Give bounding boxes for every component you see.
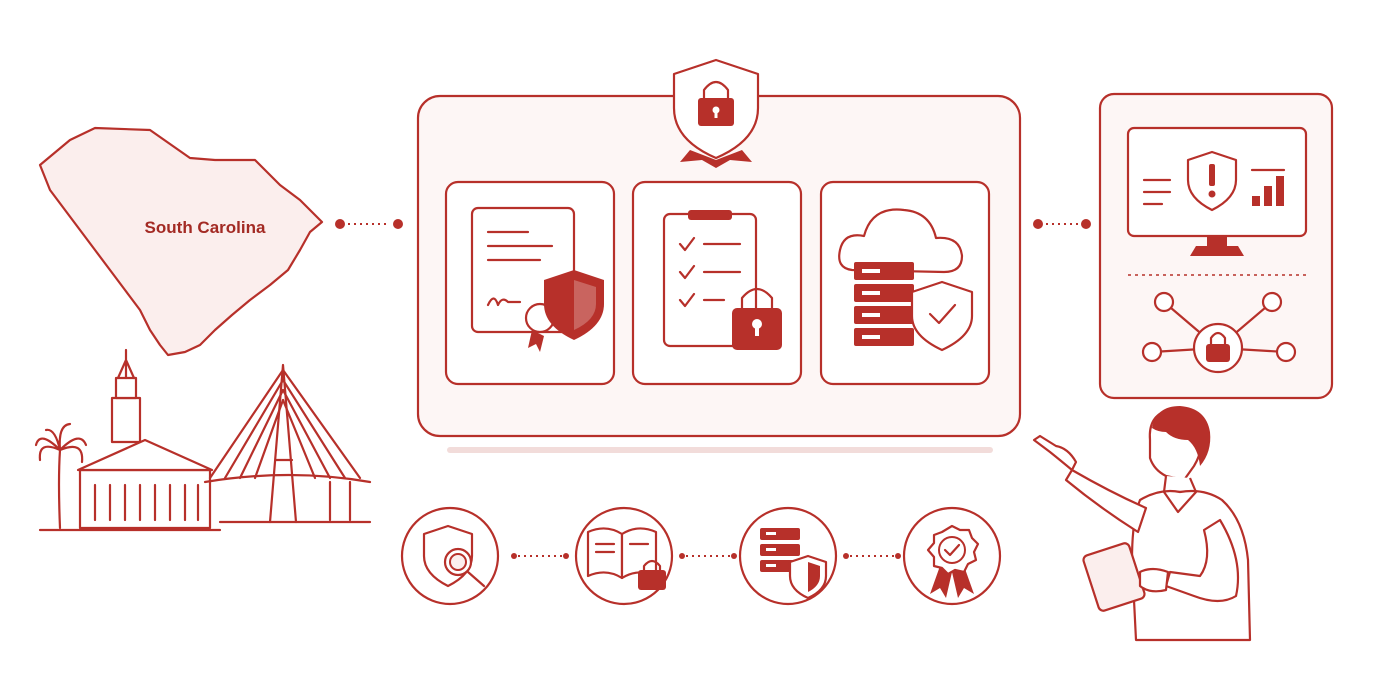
step-award-check: [902, 506, 1002, 606]
palm-tree-icon: [34, 422, 88, 530]
certificate-shield-icon: [470, 206, 604, 352]
state-label: South Carolina: [144, 218, 266, 237]
card-certificate: [444, 180, 616, 386]
connector-map-panel: [335, 219, 403, 229]
monitor-alert-chart-icon: [1126, 126, 1308, 256]
connector-step-2-3: [679, 553, 737, 559]
server-shield-icon: [760, 528, 828, 600]
step-book-lock: [574, 506, 674, 606]
card-checklist: [631, 180, 803, 386]
card-cloud-server: [819, 180, 991, 386]
shield-search-icon: [422, 524, 486, 588]
church-building-icon: [38, 348, 222, 532]
connector-step-1-2: [511, 553, 569, 559]
cable-bridge-icon: [203, 363, 372, 524]
step-shield-search: [400, 506, 500, 606]
checklist-lock-icon: [662, 210, 782, 350]
shield-lock-icon: [672, 58, 760, 168]
step-server-shield: [738, 506, 838, 606]
south-carolina-map: [38, 126, 324, 357]
connector-step-3-4: [843, 553, 901, 559]
book-lock-icon: [586, 527, 666, 590]
connector-panel-monitor: [1033, 219, 1091, 229]
cloud-server-shield-icon: [838, 208, 974, 352]
monitor-panel: [1098, 92, 1334, 400]
network-lock-icon: [1141, 291, 1297, 374]
award-check-icon: [926, 524, 980, 598]
presenter-with-tablet-icon: [1032, 406, 1252, 642]
